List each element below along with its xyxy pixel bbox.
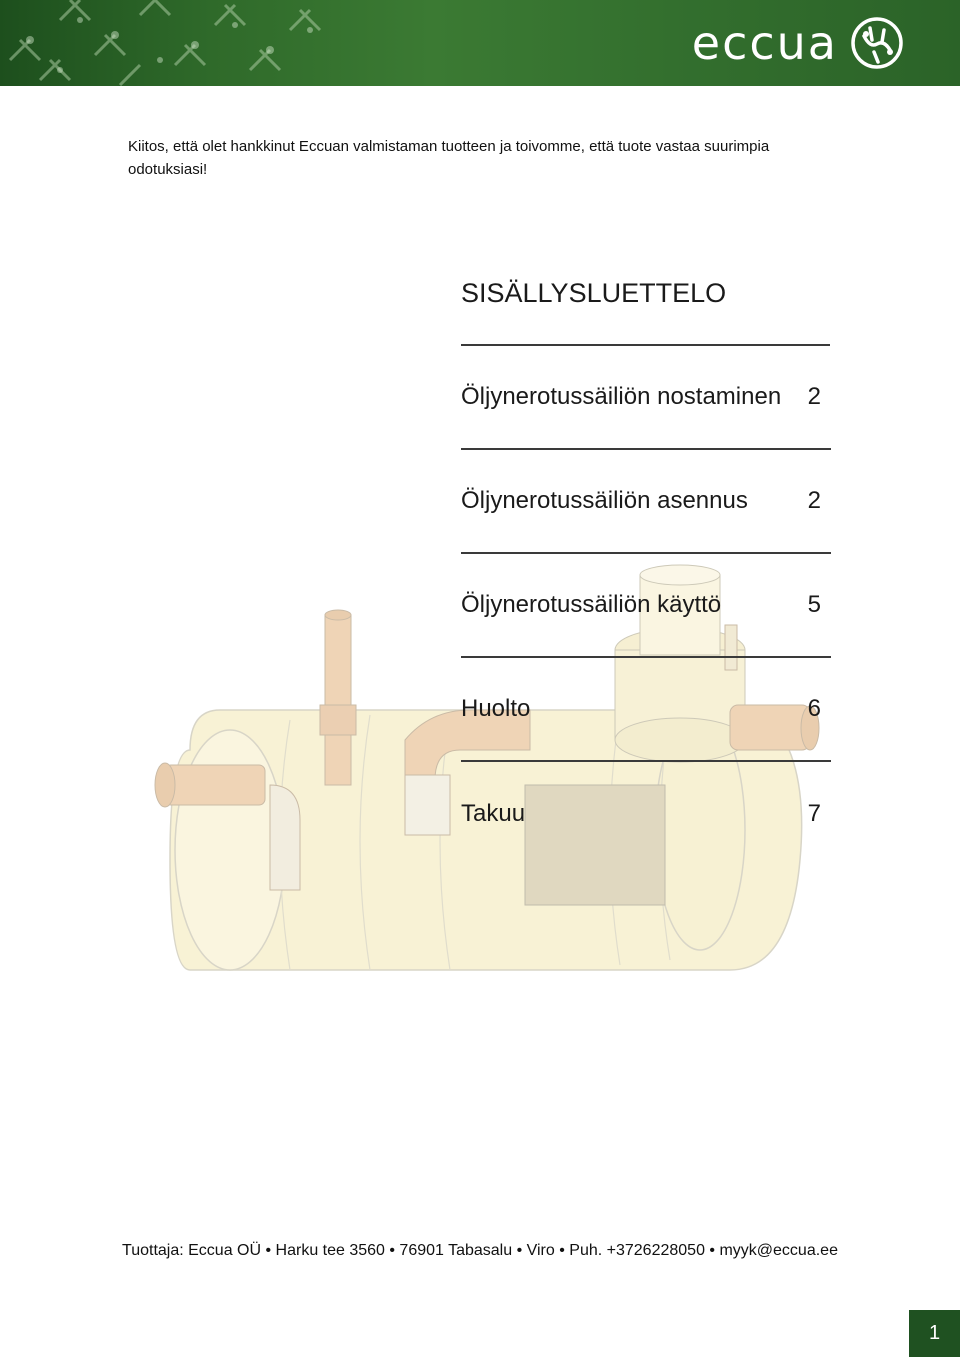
table-of-contents: SISÄLLYSLUETTELO Öljynerotussäiliön nost… — [461, 270, 831, 866]
toc-item-page: 7 — [807, 800, 821, 827]
toc-title: SISÄLLYSLUETTELO — [461, 278, 727, 308]
toc-item-label: Öljynerotussäiliön asennus — [461, 487, 748, 514]
toc-item-page: 6 — [807, 695, 821, 722]
toc-item-label: Huolto — [461, 695, 531, 722]
toc-item[interactable]: Öljynerotussäiliön asennus 2 — [461, 450, 831, 554]
toc-divider — [461, 344, 830, 346]
logo-emblem-icon — [851, 17, 903, 69]
toc-item[interactable]: Takuu 7 — [461, 762, 831, 866]
toc-item-label: Öljynerotussäiliön käyttö — [461, 591, 722, 618]
intro-text: Kiitos, että olet hankkinut Eccuan valmi… — [128, 138, 770, 178]
oil-separator-tank-illustration — [154, 564, 820, 971]
toc-item[interactable]: Öljynerotussäiliön nostaminen 2 — [461, 346, 831, 450]
eccua-logo: eccua — [692, 12, 906, 74]
toc-item-label: Öljynerotussäiliön nostaminen — [461, 383, 782, 410]
toc-item[interactable]: Öljynerotussäiliön käyttö 5 — [461, 554, 831, 658]
page-number: 1 — [909, 1310, 960, 1357]
toc-item-label: Takuu — [461, 800, 526, 827]
toc-item-page: 5 — [807, 591, 821, 618]
toc-item[interactable]: Huolto 6 — [461, 658, 831, 762]
footer-contact: Tuottaja: Eccua OÜ • Harku tee 3560 • 76… — [122, 1242, 838, 1259]
toc-item-page: 2 — [807, 383, 821, 410]
header-banner: eccua — [0, 0, 960, 86]
logo-wordmark: eccua — [691, 16, 838, 70]
decorative-pattern — [8, 0, 322, 86]
toc-item-page: 2 — [807, 487, 821, 514]
